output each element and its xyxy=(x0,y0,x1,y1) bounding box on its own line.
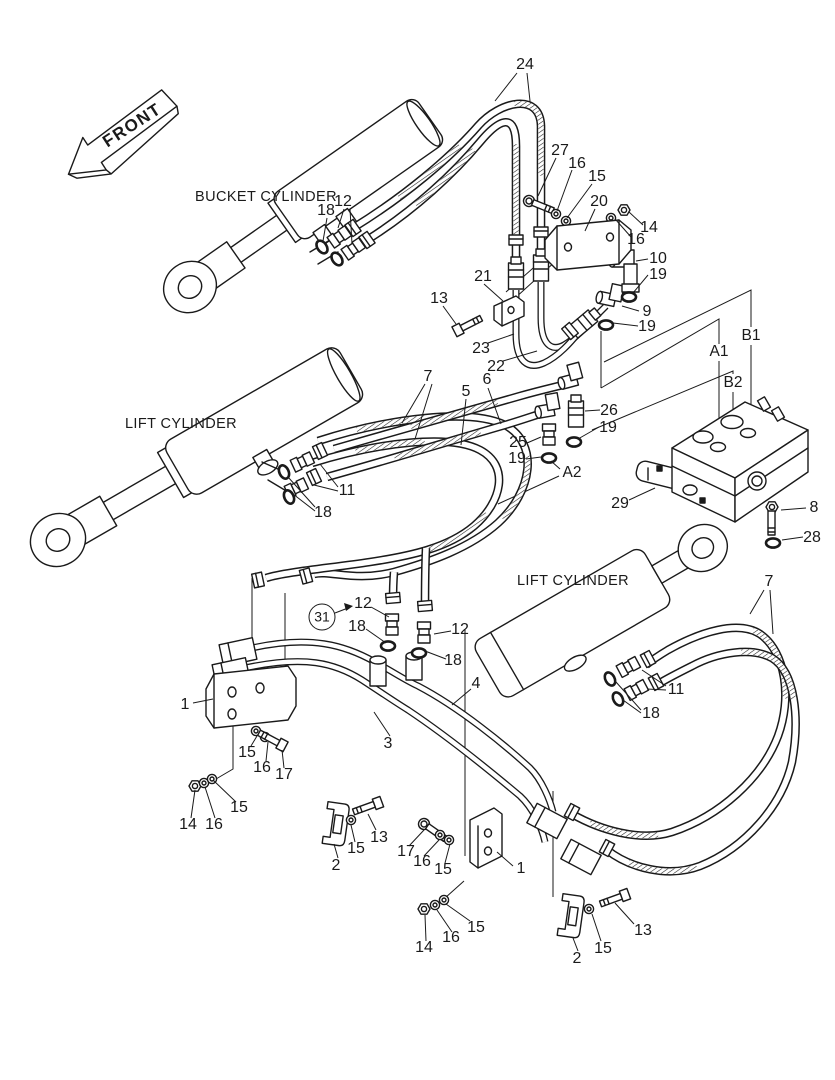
lift-hose-right-drawing xyxy=(572,628,796,871)
bucket-cylinder-drawing xyxy=(162,98,444,314)
front-arrow-label: FRONT xyxy=(99,99,165,151)
control-valve-drawing xyxy=(635,396,809,549)
fittings-drawing xyxy=(250,193,665,858)
mounting-hardware-drawing xyxy=(188,665,632,940)
front-direction-arrow: FRONT xyxy=(67,89,179,179)
lift-cylinder-right-drawing xyxy=(474,523,728,698)
leader-lines xyxy=(190,72,807,952)
lift-cylinder-left-drawing xyxy=(29,347,364,568)
